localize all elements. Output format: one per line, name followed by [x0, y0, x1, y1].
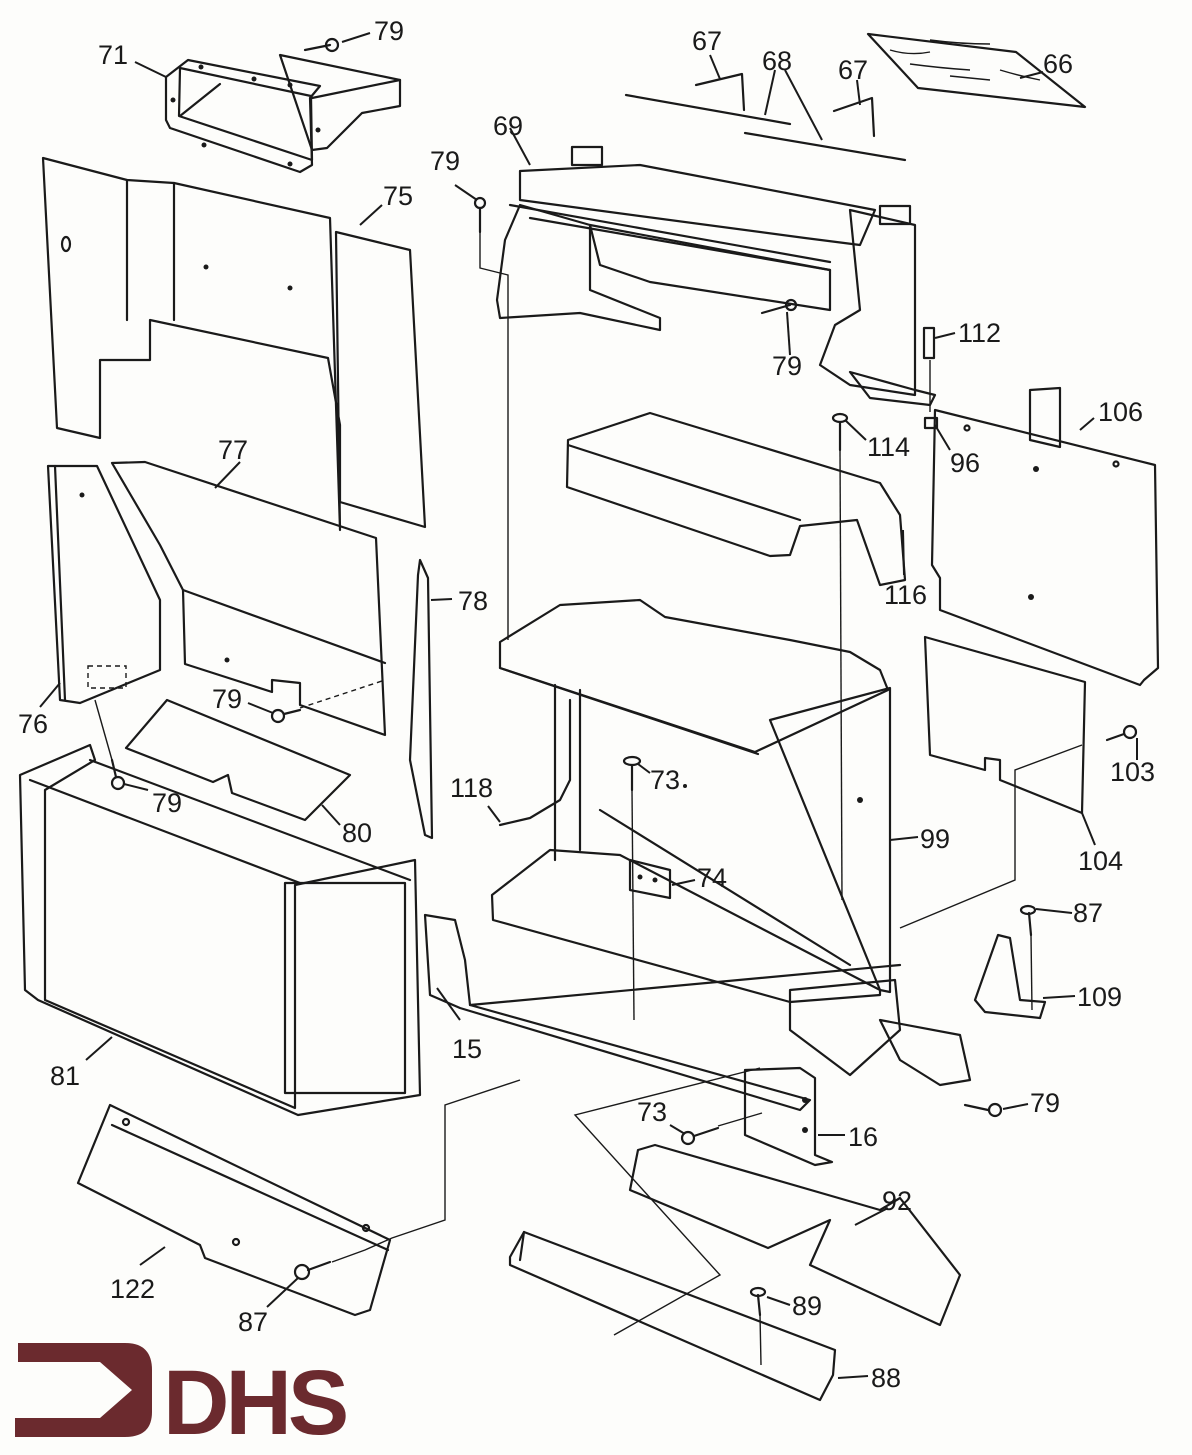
screw-87-lower	[293, 1079, 521, 1281]
callout-87: 87	[238, 1307, 268, 1337]
screw-89	[749, 1286, 767, 1366]
part-92-rail	[628, 1143, 962, 1327]
callout-112: 112	[958, 318, 1001, 348]
part-122-panel	[76, 1103, 392, 1317]
callout-66: 66	[1043, 49, 1073, 79]
callout-92: 92	[882, 1186, 912, 1216]
callout-69: 69	[493, 111, 523, 141]
callout-104: 104	[1078, 846, 1123, 876]
screw-87-right	[1019, 904, 1037, 1011]
callout-79: 79	[212, 684, 242, 714]
screw-79-top	[303, 37, 340, 53]
part-114-screw	[831, 412, 849, 901]
part-68-rods	[624, 93, 907, 162]
callout-74: 74	[697, 863, 727, 893]
part-78-strip	[408, 558, 434, 840]
callout-114: 114	[867, 432, 910, 462]
part-99-firebox	[490, 598, 892, 1004]
screw-79-right	[963, 1102, 1003, 1118]
callout-15: 15	[452, 1034, 482, 1064]
part-67-rod-right	[832, 96, 876, 138]
callout-76: 76	[18, 709, 48, 739]
part-75-back-panel	[41, 156, 427, 532]
screw-103	[899, 724, 1138, 929]
part-104-panel	[923, 635, 1087, 815]
callout-99: 99	[920, 824, 950, 854]
part-16-bracket	[743, 1066, 834, 1167]
screw-79-mid	[270, 679, 386, 724]
part-71-flue-adaptor	[164, 53, 402, 174]
callout-77: 77	[218, 435, 248, 465]
callout-75: 75	[383, 181, 413, 211]
part-109-bracket	[973, 933, 1047, 1020]
part-67-rod-left	[694, 72, 746, 112]
part-76-side	[46, 464, 162, 705]
callout-leaders	[39, 32, 1138, 1379]
callout-79: 79	[374, 16, 404, 46]
part-77-inner-panel	[110, 460, 387, 737]
callout-73: 73	[650, 765, 680, 795]
callout-79: 79	[152, 788, 182, 818]
callout-67: 67	[692, 26, 722, 56]
part-106-side-panel	[930, 386, 1160, 687]
logo-arrow-icon	[15, 1343, 152, 1437]
callout-73: 73	[637, 1097, 667, 1127]
screw-73-mid	[622, 755, 642, 1021]
part-80-baffle	[124, 698, 352, 822]
part-96-nut	[923, 416, 939, 430]
callout-88: 88	[871, 1363, 901, 1393]
part-66-ember-pad	[866, 32, 1087, 109]
callout-109: 109	[1077, 982, 1122, 1012]
screw-79-low-left	[94, 699, 126, 791]
screw-79-center-of-69	[760, 298, 798, 315]
callout-87: 87	[1073, 898, 1103, 928]
callout-118: 118	[450, 773, 493, 803]
screw-79-left-of-69	[473, 196, 509, 640]
callout-122: 122	[110, 1274, 155, 1304]
part-74-bracket	[628, 858, 672, 900]
callout-89: 89	[792, 1291, 822, 1321]
callout-79: 79	[430, 146, 460, 176]
callout-106: 106	[1098, 397, 1143, 427]
callout-79: 79	[1030, 1088, 1060, 1118]
callout-68: 68	[762, 46, 792, 76]
callout-116: 116	[884, 580, 927, 610]
logo-wordmark: DHS	[163, 1352, 346, 1454]
callout-71: 71	[98, 40, 128, 70]
callout-80: 80	[342, 818, 372, 848]
part-88-rail	[508, 1067, 837, 1402]
part-116-burner-cover	[565, 411, 907, 587]
base-assembly	[423, 913, 972, 1112]
callout-78: 78	[458, 586, 488, 616]
callout-81: 81	[50, 1061, 80, 1091]
callout-79: 79	[772, 351, 802, 381]
part-81-frame	[18, 743, 422, 1117]
screw-73-lower	[680, 1112, 763, 1146]
part-112-stud	[922, 326, 936, 412]
dhs-logo: DHS	[15, 1343, 350, 1454]
part-118-tube	[498, 698, 572, 827]
callout-67: 67	[838, 55, 868, 85]
callout-16: 16	[848, 1122, 878, 1152]
part-69-top-frame	[495, 145, 937, 407]
callout-96: 96	[950, 448, 980, 478]
callout-103: 103	[1110, 757, 1155, 787]
